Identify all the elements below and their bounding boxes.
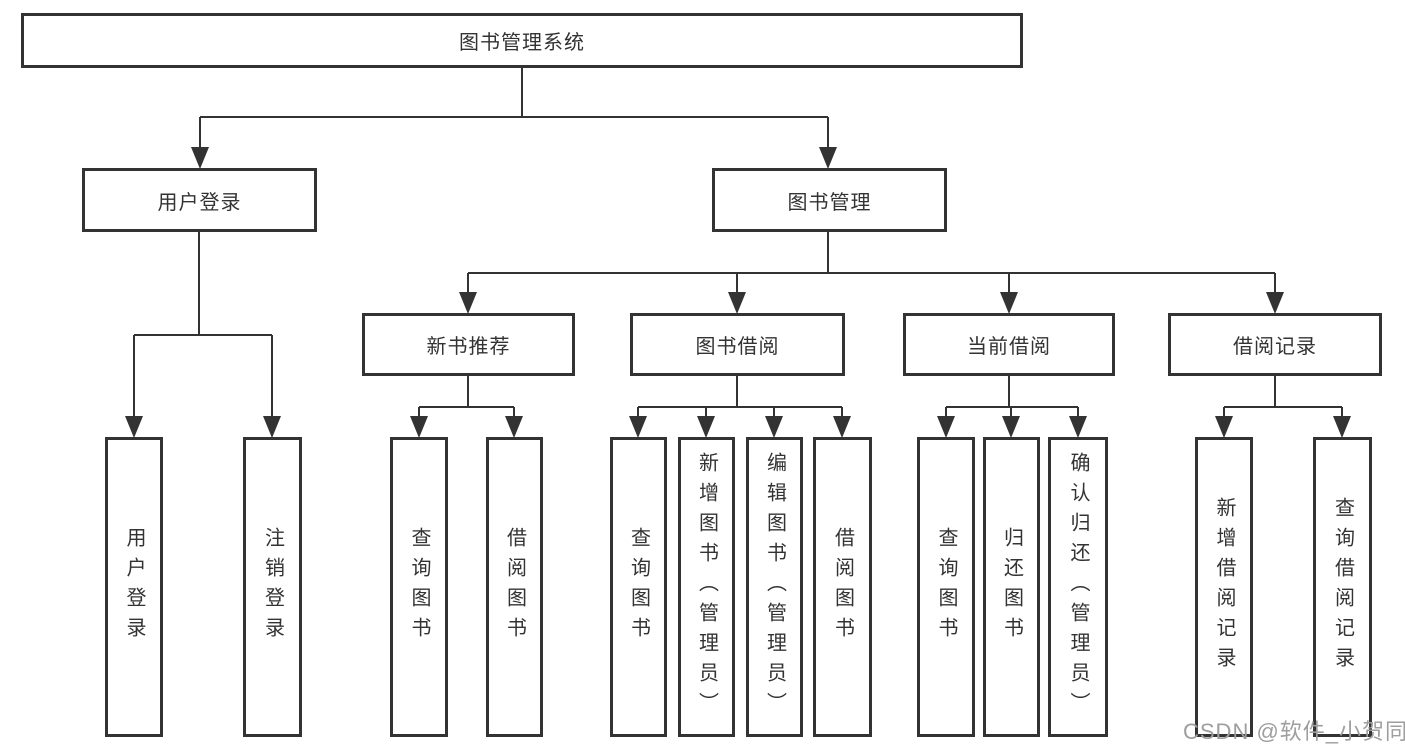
- node-new-book-recommend-label: 新书推荐: [426, 336, 511, 358]
- leaf-cb-query-books-label: 查询图书: [935, 527, 957, 647]
- leaf-nbr-borrow-books-label: 借阅图书: [503, 527, 526, 647]
- node-current-borrow-label: 当前借阅: [967, 336, 1051, 358]
- leaf-bb-query-books-label: 查询图书: [627, 527, 650, 647]
- leaf-nbr-borrow-books: 借阅图书: [486, 437, 543, 737]
- node-book-borrow: 图书借阅: [630, 313, 845, 376]
- node-book-management-label: 图书管理: [787, 191, 872, 214]
- connector-borrow-record-children: [1215, 376, 1351, 438]
- connector-current-borrow-children: [937, 376, 1087, 438]
- leaf-br-query-record: 查询借阅记录: [1313, 437, 1372, 737]
- leaf-bb-add-books-admin: 新增图书（管理员）: [678, 437, 735, 737]
- csdn-watermark: CSDN @软件_小贺同学: [1183, 719, 1405, 744]
- leaf-user-login-label: 用户登录: [123, 527, 145, 647]
- connector-root-to-level1: [191, 68, 837, 169]
- leaf-nbr-query-books: 查询图书: [390, 437, 448, 737]
- node-user-login: 用户登录: [82, 168, 317, 232]
- connector-book-borrow-children: [629, 376, 851, 438]
- leaf-bb-edit-books-admin: 编辑图书（管理员）: [746, 437, 803, 737]
- leaf-cb-return-books: 归还图书: [983, 437, 1040, 737]
- leaf-nbr-query-books-label: 查询图书: [408, 527, 430, 647]
- leaf-bb-borrow-books-label: 借阅图书: [831, 527, 854, 647]
- node-user-login-label: 用户登录: [157, 191, 242, 214]
- connector-new-book-rec-children: [410, 376, 523, 438]
- leaf-bb-edit-books-admin-label: 编辑图书（管理员）: [763, 452, 786, 722]
- node-root-label: 图书管理系统: [459, 32, 585, 54]
- leaf-br-add-record-label: 新增借阅记录: [1213, 497, 1235, 677]
- leaf-bb-query-books: 查询图书: [610, 437, 667, 737]
- node-current-borrow: 当前借阅: [903, 313, 1115, 376]
- leaf-cb-return-books-label: 归还图书: [1000, 527, 1023, 647]
- node-borrow-records: 借阅记录: [1168, 313, 1382, 376]
- connector-user-login-children: [125, 232, 281, 438]
- leaf-cb-query-books: 查询图书: [917, 437, 975, 737]
- leaf-logout-label: 注销登录: [261, 527, 284, 647]
- node-book-management: 图书管理: [712, 168, 947, 232]
- leaf-bb-borrow-books: 借阅图书: [813, 437, 872, 737]
- leaf-user-login: 用户登录: [105, 437, 163, 737]
- node-new-book-recommend: 新书推荐: [362, 313, 575, 376]
- node-book-borrow-label: 图书借阅: [695, 336, 780, 358]
- leaf-br-query-record-label: 查询借阅记录: [1331, 497, 1354, 677]
- connector-book-mgmt-children: [459, 232, 1284, 314]
- node-borrow-records-label: 借阅记录: [1233, 336, 1317, 358]
- leaf-cb-confirm-return-admin: 确认归还（管理员）: [1048, 437, 1108, 737]
- leaf-br-add-record: 新增借阅记录: [1195, 437, 1253, 737]
- leaf-cb-confirm-return-admin-label: 确认归还（管理员）: [1067, 452, 1089, 722]
- leaf-logout: 注销登录: [243, 437, 302, 737]
- node-root: 图书管理系统: [21, 13, 1023, 68]
- leaf-bb-add-books-admin-label: 新增图书（管理员）: [695, 452, 718, 722]
